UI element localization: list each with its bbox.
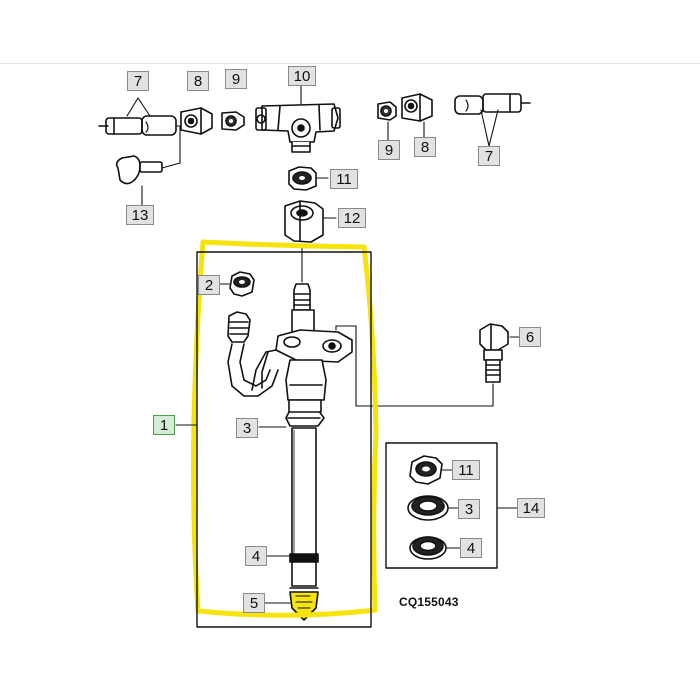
callout-leaders [175,424,518,604]
callout-6[interactable]: 6 [519,327,541,347]
bolt-leader-line [335,325,520,407]
callout-4[interactable]: 4 [245,546,267,566]
tee-fitting-10 [255,103,341,153]
injector-nozzle-assembly [251,243,353,621]
cap-nut-12 [284,200,324,243]
washer-11 [288,166,317,191]
leader-lines [126,97,181,169]
callout-14[interactable]: 14 [517,498,545,518]
callout-1[interactable]: 1 [153,415,175,435]
drawing-code: CQ155043 [399,595,459,609]
callout-7-left[interactable]: 7 [127,71,149,91]
callout-9-left[interactable]: 9 [225,69,247,89]
callout-5[interactable]: 5 [243,593,265,613]
callout-10[interactable]: 10 [288,66,316,86]
divider-line [0,63,700,64]
callout-8-left[interactable]: 8 [187,71,209,91]
callout-11-top[interactable]: 11 [330,169,358,189]
kit-washer-11 [409,455,453,485]
banjo-bolt-2 [229,271,255,297]
callout-12[interactable]: 12 [338,208,366,228]
callout-8-right[interactable]: 8 [414,137,436,157]
kit-seal-4 [409,536,461,560]
callout-11-kit[interactable]: 11 [452,460,480,480]
kit-box [385,442,498,569]
callout-7-right[interactable]: 7 [478,146,500,166]
callout-13[interactable]: 13 [126,205,154,225]
hose-fitting-left [98,115,177,136]
callout-9-right[interactable]: 9 [378,140,400,160]
washer-right-9 [377,101,397,121]
kit-seal-3 [407,495,459,521]
nut-left-8 [180,107,213,135]
callout-3[interactable]: 3 [236,418,258,438]
callout-4-kit[interactable]: 4 [460,538,482,558]
callout-3-kit[interactable]: 3 [458,499,480,519]
highlight-box [191,239,379,618]
hold-down-bolt-6 [479,323,509,383]
nut-right-8 [401,93,433,122]
assembly-box [196,251,372,628]
callout-2[interactable]: 2 [198,275,220,295]
dust-cap-13 [115,155,163,185]
leak-off-pipe [227,311,279,397]
hose-fitting-right [454,93,531,115]
washer-left-9 [221,111,245,131]
